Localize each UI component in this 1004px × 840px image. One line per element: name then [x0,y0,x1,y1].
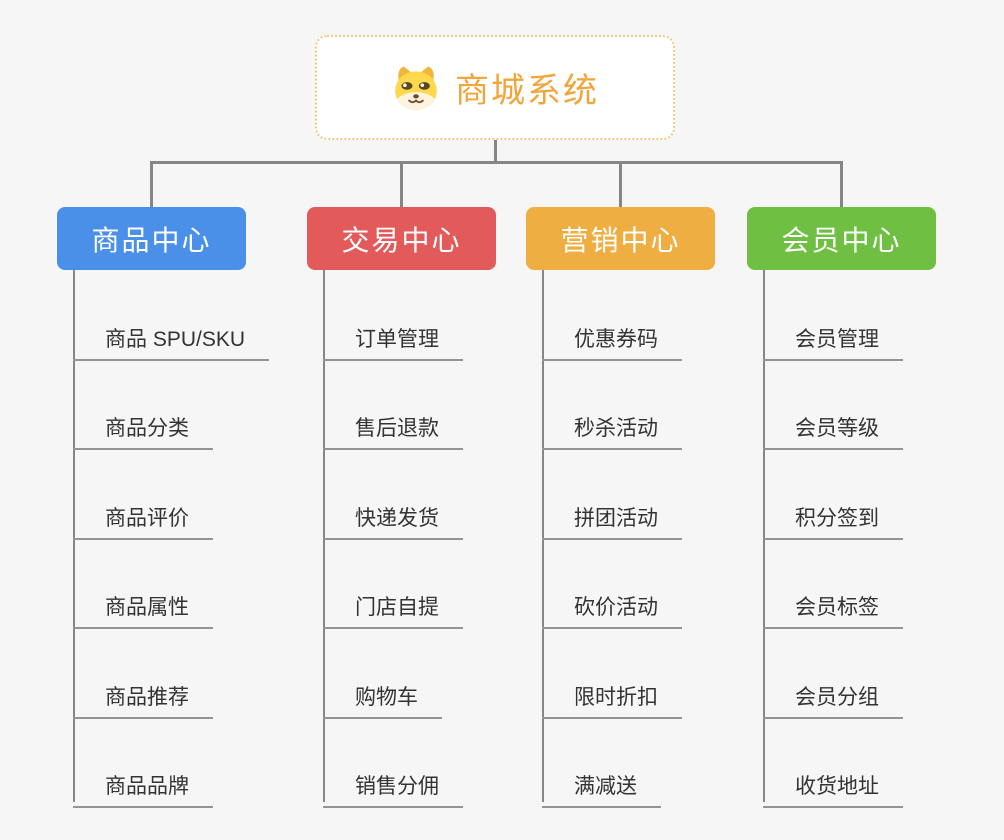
leaf-item[interactable]: 门店自提 [323,586,463,629]
leaf-item[interactable]: 限时折扣 [542,676,682,719]
branch-label: 会员中心 [781,224,902,256]
branch-label: 商品中心 [91,224,212,256]
leaf-item[interactable]: 快递发货 [323,497,463,540]
spine-line [73,270,75,802]
leaf-item[interactable]: 砍价活动 [542,586,682,629]
leaf-item[interactable]: 会员标签 [763,586,903,629]
leaf-item[interactable]: 商品分类 [73,407,213,450]
drop-line [840,161,843,207]
leaf-item[interactable]: 优惠券码 [542,318,682,361]
leaf-item[interactable]: 订单管理 [323,318,463,361]
spine-line [763,270,765,802]
leaf-item[interactable]: 拼团活动 [542,497,682,540]
drop-line [400,161,403,207]
branch-label: 交易中心 [341,224,462,256]
leaf-item[interactable]: 商品 SPU/SKU [73,318,270,361]
doge-icon [391,64,441,112]
leaf-item[interactable]: 收货地址 [763,765,903,808]
branch-box[interactable]: 商品中心 [57,207,246,270]
leaf-item[interactable]: 商品属性 [73,586,213,629]
root-label: 商城系统 [455,72,599,110]
leaf-item[interactable]: 购物车 [323,676,442,719]
bus-line [150,161,843,164]
branch-label: 营销中心 [560,224,681,256]
spine-line [542,270,544,802]
branch-box[interactable]: 会员中心 [747,207,936,270]
leaf-item[interactable]: 会员等级 [763,407,903,450]
leaf-item[interactable]: 秒杀活动 [542,407,682,450]
leaf-item[interactable]: 会员管理 [763,318,903,361]
drop-line [619,161,622,207]
leaf-item[interactable]: 销售分佣 [323,765,463,808]
spine-line [323,270,325,802]
leaf-item[interactable]: 会员分组 [763,676,903,719]
leaf-item[interactable]: 商品评价 [73,497,213,540]
leaf-item[interactable]: 积分签到 [763,497,903,540]
branch-box[interactable]: 交易中心 [307,207,496,270]
leaf-item[interactable]: 商品品牌 [73,765,213,808]
root-stem-line [493,140,497,164]
root-node[interactable]: 商城系统 [315,35,675,140]
branch-box[interactable]: 营销中心 [526,207,715,270]
leaf-item[interactable]: 满减送 [542,765,661,808]
leaf-item[interactable]: 售后退款 [323,407,463,450]
leaf-item[interactable]: 商品推荐 [73,676,213,719]
drop-line [150,161,153,207]
